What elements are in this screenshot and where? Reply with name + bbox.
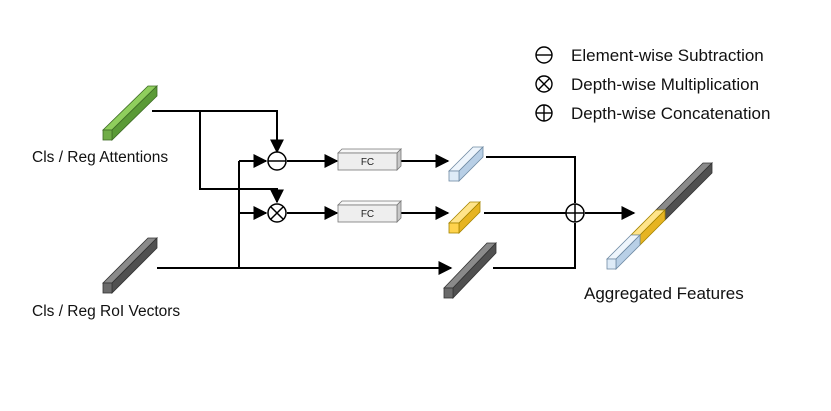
fc-block-bottom: FC: [337, 200, 402, 223]
fc-bottom-label: FC: [361, 209, 374, 220]
passthrough-roi-vector-bar: [443, 242, 497, 299]
concatenation-symbol-icon: [535, 104, 553, 122]
aggregated-features-label: Aggregated Features: [584, 284, 744, 303]
multiplication-node-icon: [267, 203, 287, 223]
legend: Element-wise Subtraction Depth-wise Mult…: [535, 46, 770, 123]
fc-block-top: FC: [337, 148, 402, 171]
connection-wires: [152, 110, 636, 275]
subtraction-node-icon: [267, 151, 287, 171]
subtraction-symbol-icon: [535, 46, 553, 64]
roi-vectors-label: Cls / Reg RoI Vectors: [32, 303, 180, 320]
aggregated-feature-bar: [606, 162, 713, 270]
concatenation-node-icon: [565, 203, 585, 223]
multiplication-symbol-icon: [535, 75, 553, 93]
roi-vector-bar: [102, 237, 158, 294]
subtraction-feature-block: [448, 146, 484, 182]
legend-multiplication-label: Depth-wise Multiplication: [571, 75, 759, 94]
legend-subtraction-label: Element-wise Subtraction: [571, 46, 764, 65]
attentions-label: Cls / Reg Attentions: [32, 149, 168, 166]
legend-concatenation-label: Depth-wise Concatenation: [571, 104, 770, 123]
attention-vector-bar: [102, 85, 158, 141]
fc-top-label: FC: [361, 157, 374, 168]
multiplication-feature-block: [448, 201, 481, 234]
